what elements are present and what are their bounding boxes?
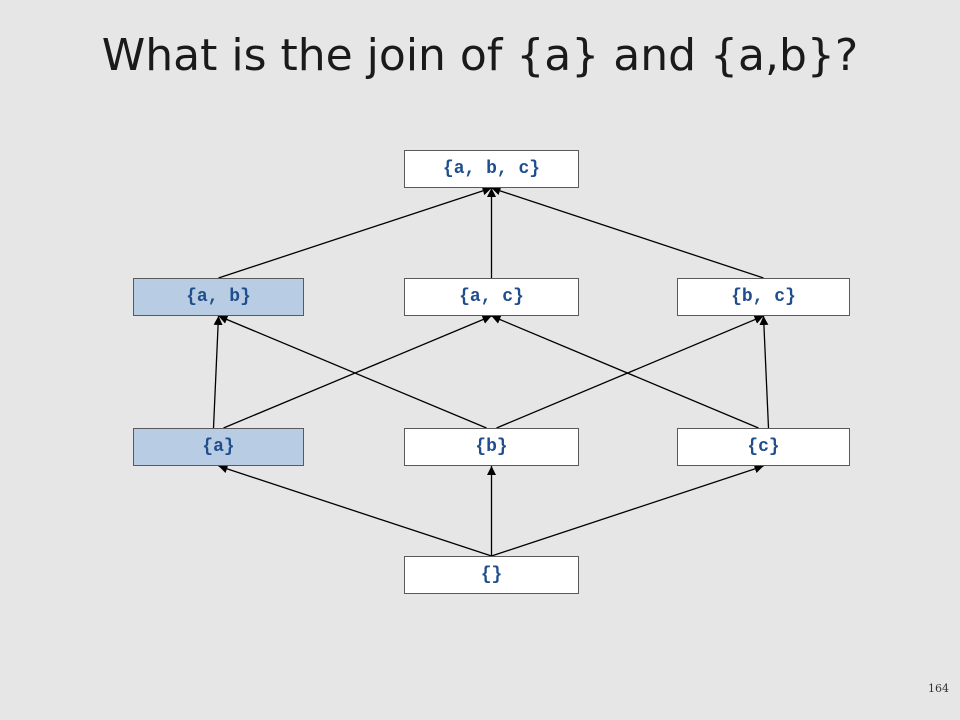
edge-c-to-bc	[759, 315, 770, 429]
node-empty: {}	[404, 556, 579, 594]
node-abc: {a, b, c}	[404, 150, 579, 188]
edge-a-to-ab	[212, 315, 223, 429]
node-b: {b}	[404, 428, 579, 466]
edge-empty-to-a	[218, 464, 492, 557]
node-ab: {a, b}	[133, 278, 304, 316]
edge-a-to-ac	[223, 315, 492, 429]
node-bc: {b, c}	[677, 278, 850, 316]
edge-b-to-ab	[218, 315, 487, 429]
edge-c-to-ac	[491, 315, 759, 429]
node-ac: {a, c}	[404, 278, 579, 316]
slide-number: 164	[928, 682, 949, 695]
edge-b-to-bc	[496, 315, 764, 429]
edge-empty-to-c	[491, 464, 764, 557]
node-c: {c}	[677, 428, 850, 466]
slide-title: What is the join of {a} and {a,b}?	[101, 30, 859, 81]
edge-ab-to-abc	[218, 186, 492, 279]
node-a: {a}	[133, 428, 304, 466]
edge-bc-to-abc	[491, 186, 764, 279]
